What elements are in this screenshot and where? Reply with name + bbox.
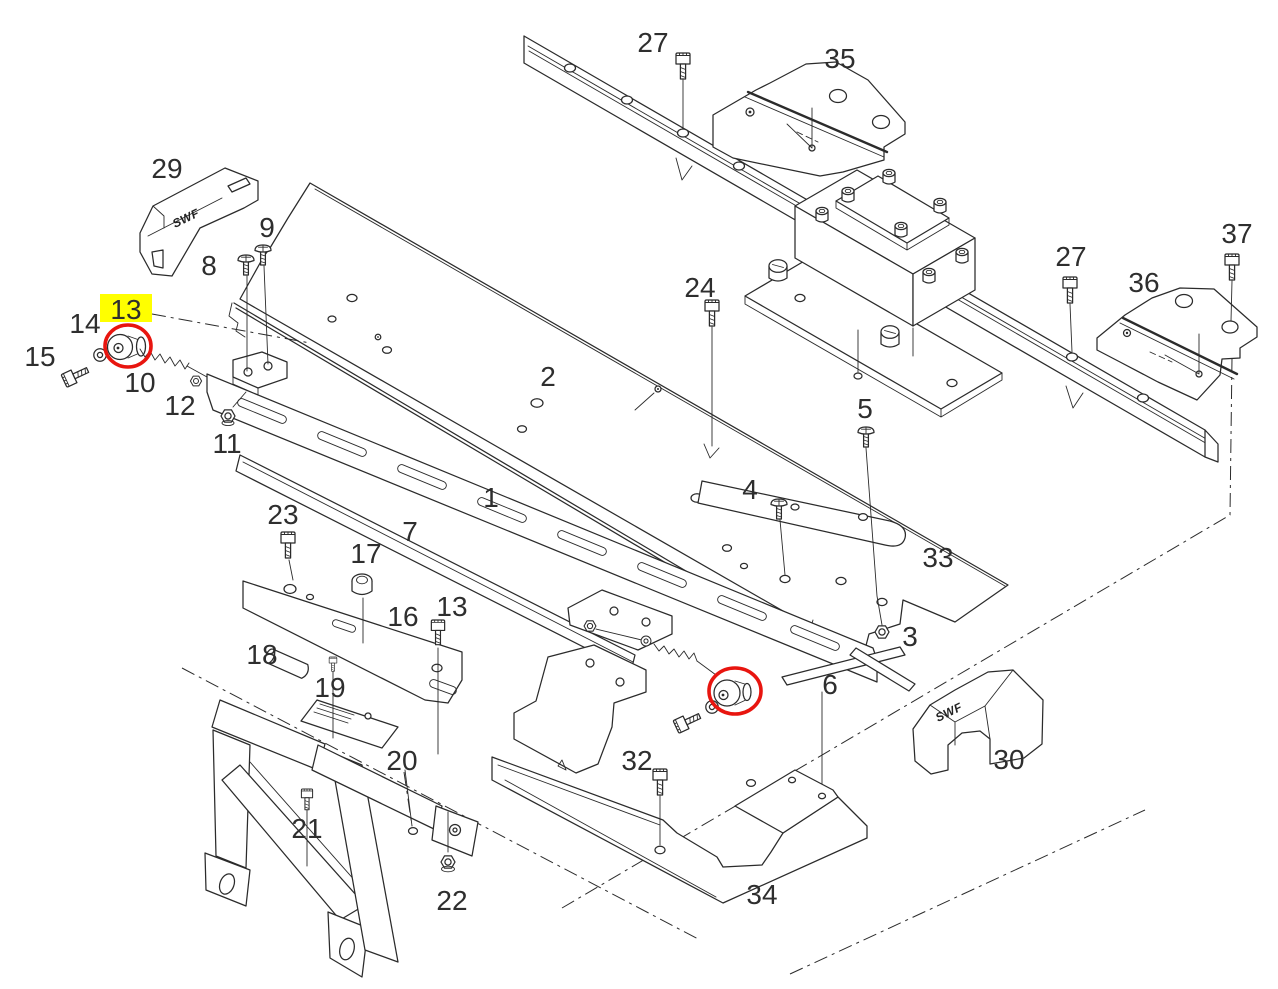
callout-14-6: 14 [69, 308, 100, 339]
fasteners [237, 52, 1240, 846]
bracket-36 [1096, 287, 1258, 401]
callout-3-21: 3 [902, 621, 918, 652]
callout-30-34: 30 [993, 744, 1024, 775]
callout-29-2: 29 [151, 153, 182, 184]
callout-9-4: 9 [259, 212, 275, 243]
bracket-left [513, 644, 647, 774]
callout-37-15: 37 [1221, 218, 1252, 249]
selection-layer [103, 323, 763, 716]
callout-13-25: 13 [436, 591, 467, 622]
callout-24-12: 24 [684, 272, 715, 303]
callout-16-24: 16 [387, 601, 418, 632]
bar-16-group [242, 531, 463, 873]
centerlines [151, 313, 1233, 975]
callout-7-19: 7 [402, 516, 418, 547]
callout-32-31: 32 [621, 745, 652, 776]
strip-33 [697, 480, 907, 547]
callout-17-23: 17 [350, 538, 381, 569]
frame-casting [204, 699, 479, 978]
selection-circle-2 [707, 666, 763, 716]
callout-22-30: 22 [436, 885, 467, 916]
callout-10-8: 10 [124, 367, 155, 398]
callout-20-28: 20 [386, 745, 417, 776]
bracket-35 [712, 61, 906, 177]
selection-circle-1 [103, 323, 153, 369]
callout-19-27: 19 [314, 672, 345, 703]
carriage-assembly [744, 168, 1003, 418]
thin-rail-7 [235, 454, 673, 672]
part-30: SWF [912, 669, 1044, 775]
highlight-layer [100, 294, 152, 322]
callout-34-32: 34 [746, 879, 777, 910]
callout-23-22: 23 [267, 499, 298, 530]
callout-12-9: 12 [164, 390, 195, 421]
callout-layer: 2735298913141510121122427363754173332317… [24, 27, 1252, 916]
callout-27-0: 27 [637, 27, 668, 58]
callout-5-16: 5 [857, 393, 873, 424]
tensioner-right [583, 620, 752, 734]
tensioner-left [60, 333, 208, 388]
callout-35-1: 35 [824, 43, 855, 74]
callout-2-11: 2 [540, 361, 556, 392]
callout-1-18: 1 [483, 482, 499, 513]
callout-21-29: 21 [291, 813, 322, 844]
callout-33-20: 33 [922, 542, 953, 573]
callout-8-3: 8 [201, 250, 217, 281]
callout-36-14: 36 [1128, 267, 1159, 298]
highlight-marker-13 [100, 294, 152, 322]
callout-11-10: 11 [212, 428, 241, 459]
part-29: SWF [139, 167, 259, 277]
slotted-rail-1 [206, 351, 878, 683]
callout-4-17: 4 [742, 474, 758, 505]
plate-34 [491, 756, 868, 904]
callout-6-33: 6 [822, 669, 838, 700]
strips-6 [781, 646, 916, 796]
callout-13-5: 13 [110, 294, 141, 325]
callout-27-13: 27 [1055, 241, 1086, 272]
callout-18-26: 18 [246, 639, 277, 670]
callout-15-7: 15 [24, 341, 55, 372]
